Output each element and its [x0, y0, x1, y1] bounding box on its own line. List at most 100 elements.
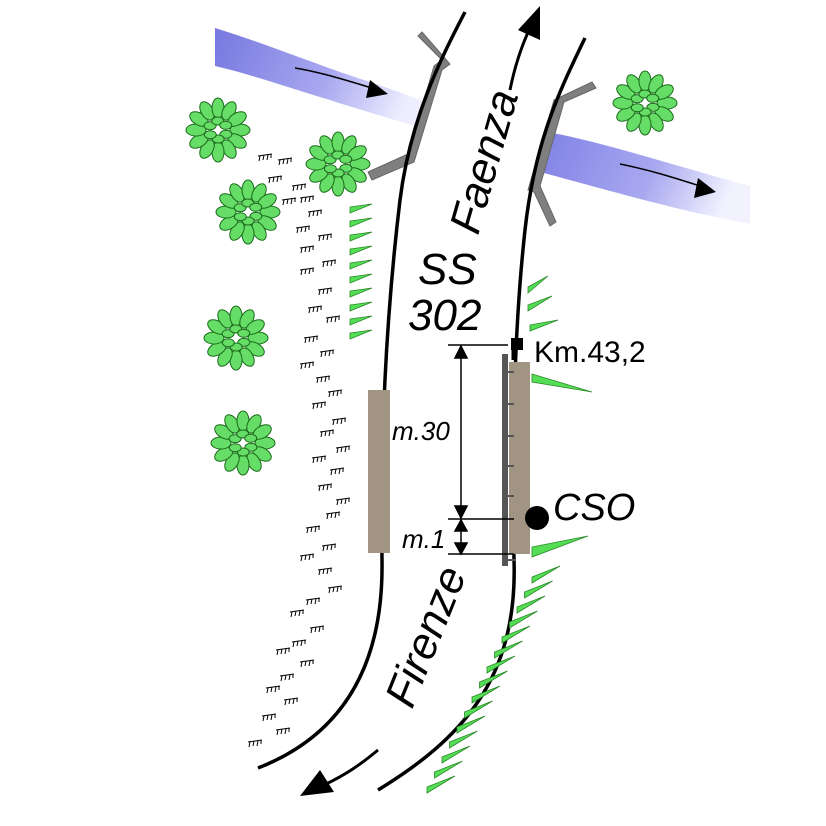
grass-blade-8 — [349, 301, 373, 312]
shrub-mark-38 — [291, 639, 307, 648]
shrub-mark-31 — [321, 543, 337, 552]
shrub-mark-33 — [317, 567, 333, 576]
shrub-marks — [247, 153, 351, 748]
direction-arrowhead-north — [518, 6, 540, 40]
grass-tufts — [349, 203, 593, 794]
grass-blade-23 — [479, 670, 508, 689]
tree-5 — [210, 410, 276, 476]
road-name-line2: 302 — [408, 291, 481, 340]
shrub-mark-3 — [267, 175, 283, 184]
grass-blade-12 — [527, 295, 553, 312]
shrub-mark-14 — [307, 305, 323, 314]
shrub-mark-32 — [299, 553, 315, 562]
tree-3 — [215, 179, 281, 245]
shrub-mark-11 — [321, 259, 337, 268]
grass-blade-10 — [349, 329, 373, 340]
tree-2 — [305, 131, 371, 197]
tree-1 — [185, 97, 251, 163]
shrub-mark-13 — [317, 287, 333, 296]
grass-blade-4 — [349, 245, 373, 256]
shrub-mark-9 — [317, 233, 333, 242]
shrub-mark-10 — [299, 245, 315, 254]
grass-blade-16 — [531, 565, 561, 584]
grass-blade-13 — [529, 319, 559, 332]
shrub-mark-8 — [295, 225, 311, 234]
grass-blade-7 — [349, 287, 373, 298]
shrub-mark-20 — [327, 389, 343, 398]
grass-blade-29 — [434, 760, 463, 779]
shrub-mark-45 — [275, 727, 291, 736]
grass-blade-1 — [349, 203, 373, 214]
grass-blade-9 — [349, 315, 373, 326]
river-right — [540, 132, 750, 224]
grass-blade-5 — [349, 259, 373, 270]
shrub-mark-21 — [311, 401, 327, 410]
cso-point — [525, 506, 549, 530]
shrub-mark-46 — [247, 739, 263, 748]
dimension-m1 — [448, 518, 514, 556]
shrub-mark-36 — [289, 609, 305, 618]
bridge-left — [367, 31, 451, 181]
shrub-mark-37 — [309, 625, 325, 634]
shrub-mark-28 — [335, 497, 351, 506]
grass-blade-15 — [531, 535, 589, 558]
shrub-mark-25 — [311, 455, 327, 464]
shrub-mark-1 — [257, 153, 273, 162]
grass-blade-19 — [509, 610, 538, 629]
dimension-m30 — [448, 344, 514, 520]
shrub-mark-42 — [265, 685, 281, 694]
shrub-mark-18 — [299, 361, 315, 370]
direction-arrowhead-south — [300, 770, 334, 796]
shrub-mark-23 — [319, 429, 335, 438]
road-name-line1: SS — [418, 245, 477, 294]
grass-blade-20 — [501, 625, 531, 644]
trees — [185, 70, 678, 476]
shrub-mark-41 — [279, 673, 295, 682]
grass-blade-3 — [349, 231, 373, 242]
grass-blade-18 — [516, 595, 546, 614]
shrub-mark-40 — [299, 659, 315, 668]
shrub-mark-19 — [315, 375, 331, 384]
shrub-mark-12 — [299, 267, 315, 276]
shrub-mark-44 — [261, 713, 277, 722]
grass-blade-17 — [524, 580, 553, 599]
grass-blade-2 — [349, 217, 373, 228]
shrub-mark-15 — [325, 315, 341, 324]
grass-blade-25 — [464, 700, 493, 719]
grass-blade-14 — [531, 373, 593, 393]
river-flow-arrow-right — [619, 163, 701, 187]
km-label: Km.43,2 — [534, 336, 646, 369]
shrub-mark-16 — [303, 335, 319, 344]
dimension-label-m30: m.30 — [392, 416, 450, 446]
direction-arrow-south — [325, 748, 379, 786]
grass-blade-21 — [494, 640, 523, 659]
tree-6 — [612, 70, 678, 136]
cso-label: CSO — [553, 487, 635, 529]
shrub-mark-22 — [331, 417, 347, 426]
shrub-mark-4 — [291, 183, 307, 192]
tree-4 — [203, 305, 269, 371]
grass-blade-27 — [449, 730, 478, 749]
shrub-mark-39 — [275, 647, 291, 656]
direction-label-faenza: Faenza — [441, 84, 529, 239]
river-left — [215, 28, 430, 128]
shrub-mark-26 — [329, 467, 345, 476]
direction-label-firenze: Firenze — [376, 559, 476, 713]
river-flow-arrowhead-left — [366, 80, 388, 98]
river-flow-arrowhead-right — [694, 178, 716, 198]
shrub-mark-2 — [277, 157, 293, 166]
guard-rail-ticks — [505, 371, 516, 561]
barrier-right-segment — [509, 362, 530, 554]
shrub-mark-35 — [305, 597, 321, 606]
grass-blade-11 — [527, 275, 549, 294]
river-flow-arrow-left — [294, 67, 373, 89]
shrub-mark-24 — [335, 445, 351, 454]
grass-blade-26 — [456, 715, 486, 734]
shrub-mark-34 — [327, 585, 343, 594]
shrub-mark-27 — [317, 483, 333, 492]
shrub-mark-6 — [281, 197, 297, 206]
shrub-mark-30 — [305, 525, 321, 534]
road-edge-left — [257, 11, 467, 770]
shrub-mark-17 — [319, 349, 335, 358]
